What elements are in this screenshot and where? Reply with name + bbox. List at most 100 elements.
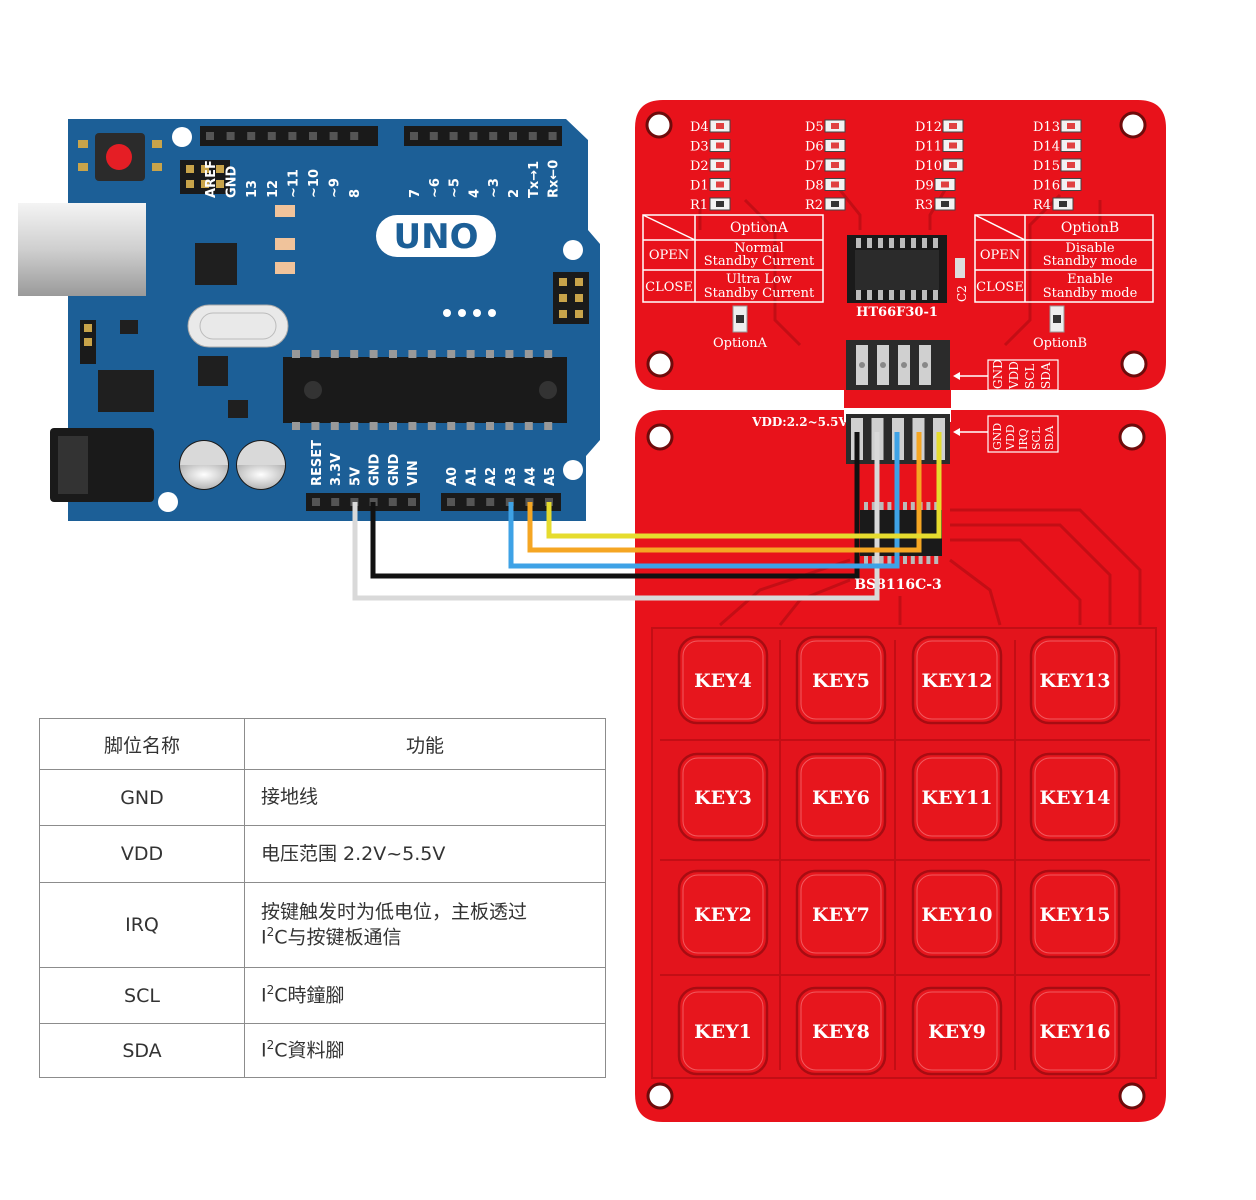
chip-pin	[879, 502, 884, 510]
chip-pin	[505, 350, 514, 358]
pin-name-cell: IRQ	[39, 882, 245, 968]
chip-pin	[856, 290, 861, 300]
wires	[352, 432, 942, 601]
key-button	[1029, 869, 1121, 959]
key-label: KEY4	[694, 670, 752, 692]
header-body	[404, 126, 562, 146]
key-label: KEY1	[694, 1021, 752, 1043]
mounting-hole	[172, 127, 192, 147]
digital-pin-label: AREF	[204, 160, 219, 198]
wire-gnd-gnd	[370, 432, 860, 579]
analog-pin-label: A0	[445, 467, 460, 486]
header-pin	[206, 132, 214, 140]
usb-chip	[195, 243, 237, 285]
digital-pin-label: 13	[245, 180, 260, 198]
chip-pin	[427, 350, 436, 358]
key-button	[795, 752, 887, 842]
option-a-open-text-1: Normal	[734, 241, 784, 256]
option-a-header: OptionA	[730, 220, 789, 236]
function-text-i: I	[261, 1039, 267, 1062]
key-button-highlight	[800, 991, 882, 1071]
led-label: D12	[915, 120, 942, 135]
header-pin	[247, 132, 256, 140]
chip-pin	[544, 350, 553, 358]
led-label: D3	[690, 140, 709, 155]
chip-pin	[934, 502, 939, 510]
digital-pin-label: ~10	[307, 169, 322, 198]
chip-pin	[311, 350, 320, 358]
option-b-header: OptionB	[1061, 220, 1119, 236]
keypad-pin-label: GND	[991, 423, 1004, 450]
chip-pin	[330, 350, 339, 358]
power-pin-label: VIN	[406, 460, 421, 486]
capacitor	[179, 440, 229, 490]
option-a-table	[642, 214, 824, 303]
mounting-hole	[158, 492, 178, 512]
mounting-hole	[645, 111, 673, 139]
key-button	[911, 635, 1003, 725]
header-pin	[489, 132, 498, 140]
key-button	[795, 635, 887, 725]
led-label: D8	[805, 179, 824, 194]
key-button	[677, 635, 769, 725]
header-pins	[851, 418, 945, 460]
pin-function-table: 脚位名称 功能 GND 接地线 VDD 电压范围 2.2V~5.5V IRQ 按…	[39, 718, 606, 1078]
led-label: R2	[805, 198, 823, 213]
chip-pin	[292, 350, 300, 358]
header-body	[441, 493, 561, 511]
led-die	[716, 123, 724, 129]
option-b-open-text-2: Standby mode	[1043, 254, 1138, 269]
key-button-highlight	[916, 874, 998, 954]
led-die	[831, 123, 839, 129]
chip-pin	[389, 422, 397, 430]
header-pin	[331, 498, 340, 506]
key-button	[795, 986, 887, 1076]
option-a-close-label: CLOSE	[645, 280, 693, 295]
option-a-close-text-1: Ultra Low	[726, 272, 792, 287]
key-button	[677, 752, 769, 842]
power-pin-label: 5V	[348, 467, 363, 486]
chip-pin	[879, 556, 884, 564]
mounting-hole	[646, 423, 674, 451]
function-text-i: I	[261, 984, 267, 1007]
header-body	[306, 493, 420, 511]
option-a-jumper-label: OptionA	[713, 336, 768, 351]
chip-pin	[878, 290, 883, 300]
header-pin	[309, 132, 317, 140]
power-pin-label: GND	[387, 453, 402, 486]
chip-pin	[911, 290, 916, 300]
wire-a5-sda	[546, 432, 942, 539]
chip-pin	[933, 238, 938, 248]
chip-pin	[900, 238, 905, 248]
chip-pin	[903, 502, 907, 510]
led-label: D9	[915, 179, 934, 194]
chip-pin	[864, 556, 868, 564]
power-pin-label: 3.3V	[329, 453, 344, 486]
key-label: KEY5	[812, 670, 870, 692]
chip-pin	[871, 556, 876, 564]
header-pin	[410, 132, 418, 140]
table-row: VDD 电压范围 2.2V~5.5V	[39, 825, 606, 883]
header-pin	[408, 498, 416, 506]
function-text-sup: 2	[266, 982, 275, 997]
digital-pin-label: 4	[467, 189, 482, 198]
mounting-hole	[646, 350, 674, 378]
chip-pin	[466, 422, 475, 430]
led-die	[1067, 162, 1075, 168]
led-label: D5	[805, 120, 824, 135]
controller-pin-label: VDD	[1007, 361, 1021, 390]
key-button-highlight	[916, 757, 998, 837]
key-label: KEY7	[812, 904, 870, 926]
option-b-open-label: OPEN	[980, 248, 1020, 263]
chip-pin	[867, 290, 872, 300]
header-function: 功能	[244, 718, 606, 770]
function-cell: 电压范围 2.2V~5.5V	[244, 825, 606, 883]
led-label: D4	[690, 120, 709, 135]
table-header-row: 脚位名称 功能	[39, 718, 606, 770]
